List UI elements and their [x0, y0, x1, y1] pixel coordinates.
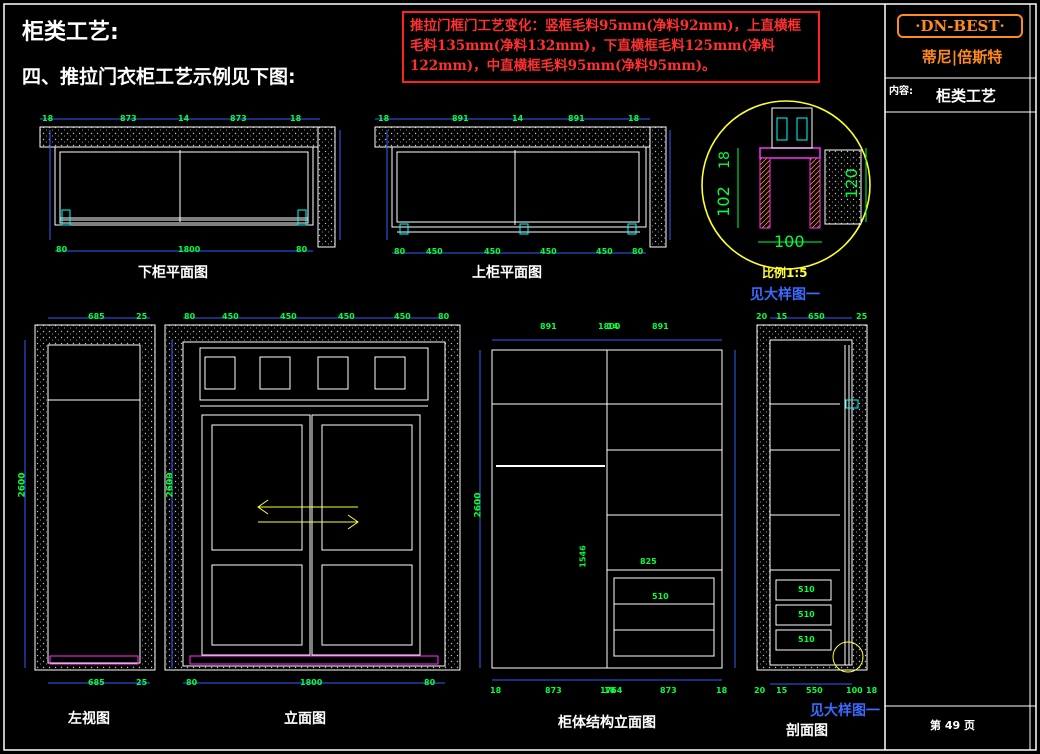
dimension-label: 100	[846, 686, 863, 695]
left-elevation	[24, 317, 156, 684]
dimension-label: 14	[607, 322, 619, 331]
detail-ref-top: 见大样图一	[750, 287, 820, 303]
dimension-label: 450	[280, 312, 297, 321]
dimension-label: 25	[136, 312, 148, 321]
dimension-label: 14	[178, 114, 190, 123]
dimension-label: 891	[568, 114, 585, 123]
page-number: 第 49 页	[930, 719, 975, 732]
dimension-label: 80	[296, 245, 308, 254]
caption-left-view: 左视图	[68, 711, 110, 727]
drawer-dimension-label: 510	[798, 635, 815, 644]
dimension-label: 873	[660, 686, 677, 695]
height-dimension-label: 2600	[17, 472, 28, 498]
dimension-label: 18	[378, 114, 390, 123]
content-value: 柜类工艺	[936, 87, 997, 105]
detail-ref-bottom: 见大样图一	[810, 703, 880, 719]
dimension-label: 685	[88, 678, 105, 687]
brand-name: 蒂尼|倍斯特	[921, 48, 1003, 66]
dimension-label: 15	[776, 686, 788, 695]
dimension-label: 1800	[300, 678, 323, 687]
lower-plan-view	[39, 118, 341, 252]
dimension-label: 450	[394, 312, 411, 321]
dimension-label: 685	[88, 312, 105, 321]
detail-dimension-label: 100	[774, 232, 805, 251]
caption-structure: 柜体结构立面图	[558, 715, 656, 731]
dimension-label: 80	[186, 678, 198, 687]
height-dimension-label: 2600	[473, 492, 484, 518]
detail-circle	[701, 100, 871, 270]
dimension-label: 1800	[178, 245, 201, 254]
dimension-label: 891	[540, 322, 557, 331]
front-elevation	[164, 317, 461, 684]
caption-upper-plan: 上柜平面图	[472, 265, 542, 281]
dimension-label: 1800	[598, 322, 621, 331]
dimension-label: 80	[438, 312, 450, 321]
structure-dimension-label: 1546	[578, 545, 588, 568]
dimension-label: 450	[484, 247, 501, 256]
drawer-dimension-label: 510	[798, 610, 815, 619]
dimension-label: 18	[290, 114, 302, 123]
section-view	[756, 317, 868, 685]
detail-dimension-label: 120	[841, 168, 861, 199]
structure-elevation	[479, 339, 736, 681]
structure-dimension-label: 825	[640, 557, 657, 566]
page-title: 柜类工艺:	[22, 20, 119, 45]
dimension-label: 550	[806, 686, 823, 695]
dimension-label: 450	[426, 247, 443, 256]
dimension-label: 650	[808, 312, 825, 321]
process-note: 推拉门框门工艺变化：竖框毛料95mm(净料92mm)，上直横框毛料135mm(净…	[402, 11, 820, 83]
dimension-label: 80	[424, 678, 436, 687]
drawer-dimension-label: 510	[798, 585, 815, 594]
dimension-label: 18	[42, 114, 54, 123]
dimension-label: 891	[652, 322, 669, 331]
dimension-label: 18	[604, 686, 616, 695]
caption-front-view: 立面图	[284, 711, 326, 727]
dimension-label: 450	[596, 247, 613, 256]
dimension-label: 450	[338, 312, 355, 321]
section-heading: 四、推拉门衣柜工艺示例见下图:	[22, 66, 296, 88]
dimension-label: 80	[184, 312, 196, 321]
dimension-label: 891	[452, 114, 469, 123]
dimension-label: 80	[632, 247, 644, 256]
caption-section: 剖面图	[786, 723, 828, 739]
upper-plan-view	[374, 118, 671, 254]
dimension-label: 18	[866, 686, 878, 695]
dimension-label: 25	[856, 312, 868, 321]
dimension-label: 20	[756, 312, 768, 321]
dimension-label: 18	[628, 114, 640, 123]
dimension-label: 1764	[600, 686, 623, 695]
dimension-label: 873	[120, 114, 137, 123]
dimension-label: 80	[394, 247, 406, 256]
dimension-label: 80	[56, 245, 68, 254]
dimension-label: 15	[776, 312, 788, 321]
dimension-label: 873	[545, 686, 562, 695]
dimension-label: 25	[136, 678, 148, 687]
height-dimension-label: 2600	[165, 472, 176, 498]
sheet-border	[3, 3, 1037, 751]
dimension-label: 873	[230, 114, 247, 123]
company-logo: ·DN-BEST·	[897, 14, 1023, 38]
dimension-label: 18	[490, 686, 502, 695]
dimension-label: 18	[716, 686, 728, 695]
dimension-label: 20	[754, 686, 766, 695]
content-label: 内容:	[889, 86, 913, 97]
dimension-label: 450	[222, 312, 239, 321]
dimension-label: 450	[540, 247, 557, 256]
detail-dimension-label: 18	[716, 151, 733, 169]
caption-lower-plan: 下柜平面图	[138, 265, 208, 281]
detail-dimension-label: 102	[713, 186, 733, 217]
structure-dimension-label: 510	[652, 592, 669, 601]
dimension-label: 14	[512, 114, 524, 123]
detail-scale: 比例1:5	[762, 266, 808, 280]
